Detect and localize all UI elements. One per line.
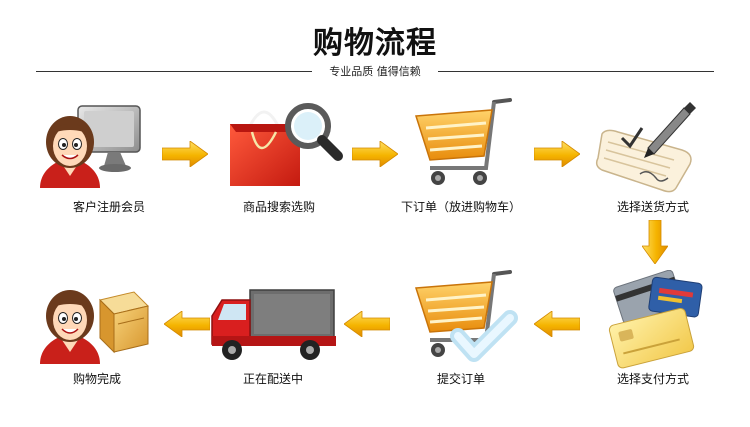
customer-computer-icon (40, 105, 141, 188)
right-arrow-icon (534, 141, 580, 167)
page-title: 购物流程 (313, 26, 437, 61)
delivery-truck-icon (211, 289, 336, 360)
step-submit-order: 提交订单 (386, 270, 536, 410)
left-arrow-icon (344, 311, 390, 337)
step-label-search: 商品搜索选购 (242, 200, 315, 214)
payment-cards-icon (608, 270, 703, 369)
step-delivering: 正在配送中 (198, 270, 348, 410)
step-label-submit-order: 提交订单 (436, 372, 485, 386)
title-divider-right (438, 71, 714, 72)
step-add-to-cart: 下订单（放进购物车） (386, 98, 536, 238)
step-search: 商品搜索选购 (204, 98, 354, 238)
step-payment-method: 选择支付方式 (578, 270, 728, 410)
step-label-delivering: 正在配送中 (242, 372, 303, 386)
step-label-add-to-cart: 下订单（放进购物车） (400, 200, 521, 214)
customer-packages-icon (40, 290, 149, 364)
shopping-cart-icon (414, 98, 512, 185)
step-complete: 购物完成 (22, 270, 172, 410)
down-arrow-icon (642, 220, 668, 264)
document-pen-icon (595, 102, 696, 193)
step-delivery-method: 选择送货方式 (578, 98, 728, 238)
step-label-complete: 购物完成 (72, 372, 121, 386)
step-register: 客户注册会员 (34, 98, 184, 238)
left-arrow-icon (164, 311, 210, 337)
title-divider-left (36, 71, 312, 72)
step-label-delivery-method: 选择送货方式 (616, 200, 689, 214)
cart-checkmark-icon (414, 270, 518, 362)
step-label-payment-method: 选择支付方式 (616, 372, 689, 386)
right-arrow-icon (352, 141, 398, 167)
step-label-register: 客户注册会员 (72, 200, 145, 214)
right-arrow-icon (162, 141, 208, 167)
page-subtitle: 专业品质 值得信赖 (329, 65, 421, 78)
shopping-bag-search-icon (230, 103, 343, 186)
left-arrow-icon (534, 311, 580, 337)
